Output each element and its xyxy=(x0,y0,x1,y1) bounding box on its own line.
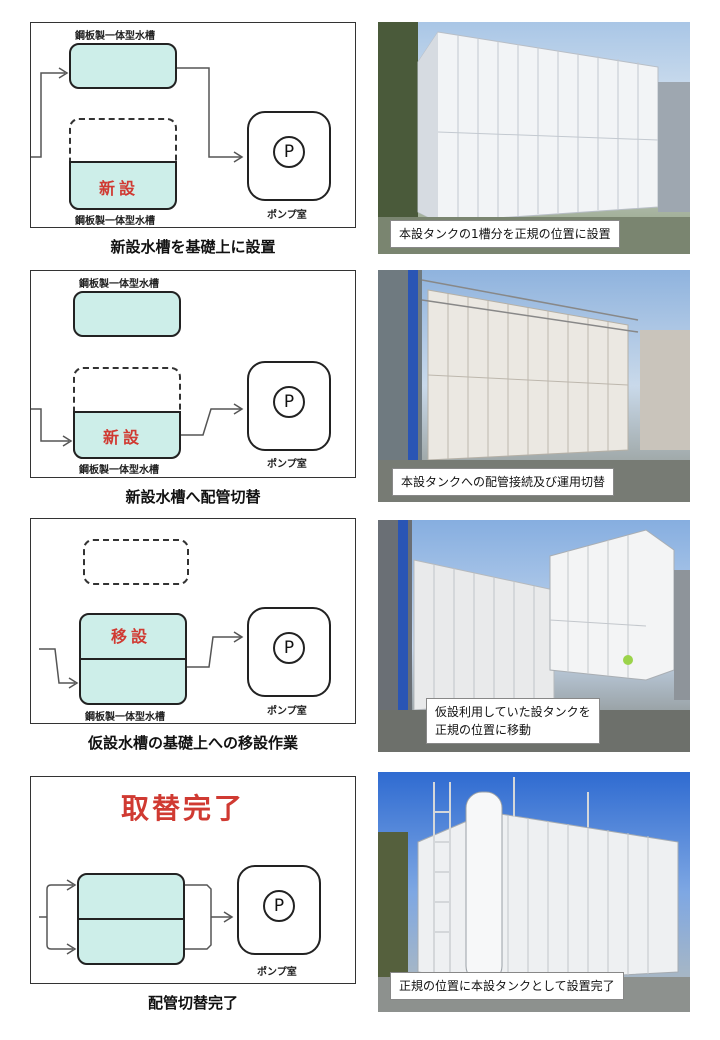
pipe-lines xyxy=(31,23,357,229)
photo-caption: 本設タンクへの配管接続及び運用切替 xyxy=(392,468,614,496)
photo-piping-switch: 本設タンクへの配管接続及び運用切替 xyxy=(378,270,690,502)
photo-caption: 正規の位置に本設タンクとして設置完了 xyxy=(390,972,624,1000)
diagram-panel: 鋼板製一体型水槽 新設 鋼板製一体型水槽 P ポンプ室 xyxy=(30,270,356,478)
diagram-panel: 移設 鋼板製一体型水槽 P ポンプ室 xyxy=(30,518,356,724)
step-caption: 新設水槽へ配管切替 xyxy=(30,486,356,507)
pipe-lines xyxy=(31,519,357,725)
photo-caption: 仮設利用していた設タンクを 正規の位置に移動 xyxy=(426,698,600,744)
diagram-panel: 取替完了 P ポンプ室 xyxy=(30,776,356,984)
step-4: 取替完了 P ポンプ室 配管切替完了 xyxy=(0,760,720,1040)
pipe-lines xyxy=(31,777,357,985)
photo-caption: 本設タンクの1槽分を正規の位置に設置 xyxy=(390,220,620,248)
step-caption: 新設水槽を基礎上に設置 xyxy=(30,236,356,257)
step-3: 移設 鋼板製一体型水槽 P ポンプ室 仮設水槽の基礎上への移設作業 xyxy=(0,510,720,760)
photo-caption-line-2: 正規の位置に移動 xyxy=(435,721,591,739)
photo-new-tank-installed: 本設タンクの1槽分を正規の位置に設置 xyxy=(378,22,690,254)
pipe-lines xyxy=(31,271,357,479)
step-caption: 配管切替完了 xyxy=(30,992,356,1013)
step-2: 鋼板製一体型水槽 新設 鋼板製一体型水槽 P ポンプ室 新設水槽へ配管切替 xyxy=(0,260,720,510)
photo-caption-line-1: 仮設利用していた設タンクを xyxy=(435,703,591,721)
photo-installation-complete: 正規の位置に本設タンクとして設置完了 xyxy=(378,772,690,1012)
step-1: 鋼板製一体型水槽 新設 鋼板製一体型水槽 P ポンプ室 新設水槽を基礎上に設置 xyxy=(0,0,720,260)
photo-tank-relocation: 仮設利用していた設タンクを 正規の位置に移動 xyxy=(378,520,690,752)
step-caption: 仮設水槽の基礎上への移設作業 xyxy=(30,732,356,753)
diagram-panel: 鋼板製一体型水槽 新設 鋼板製一体型水槽 P ポンプ室 xyxy=(30,22,356,228)
